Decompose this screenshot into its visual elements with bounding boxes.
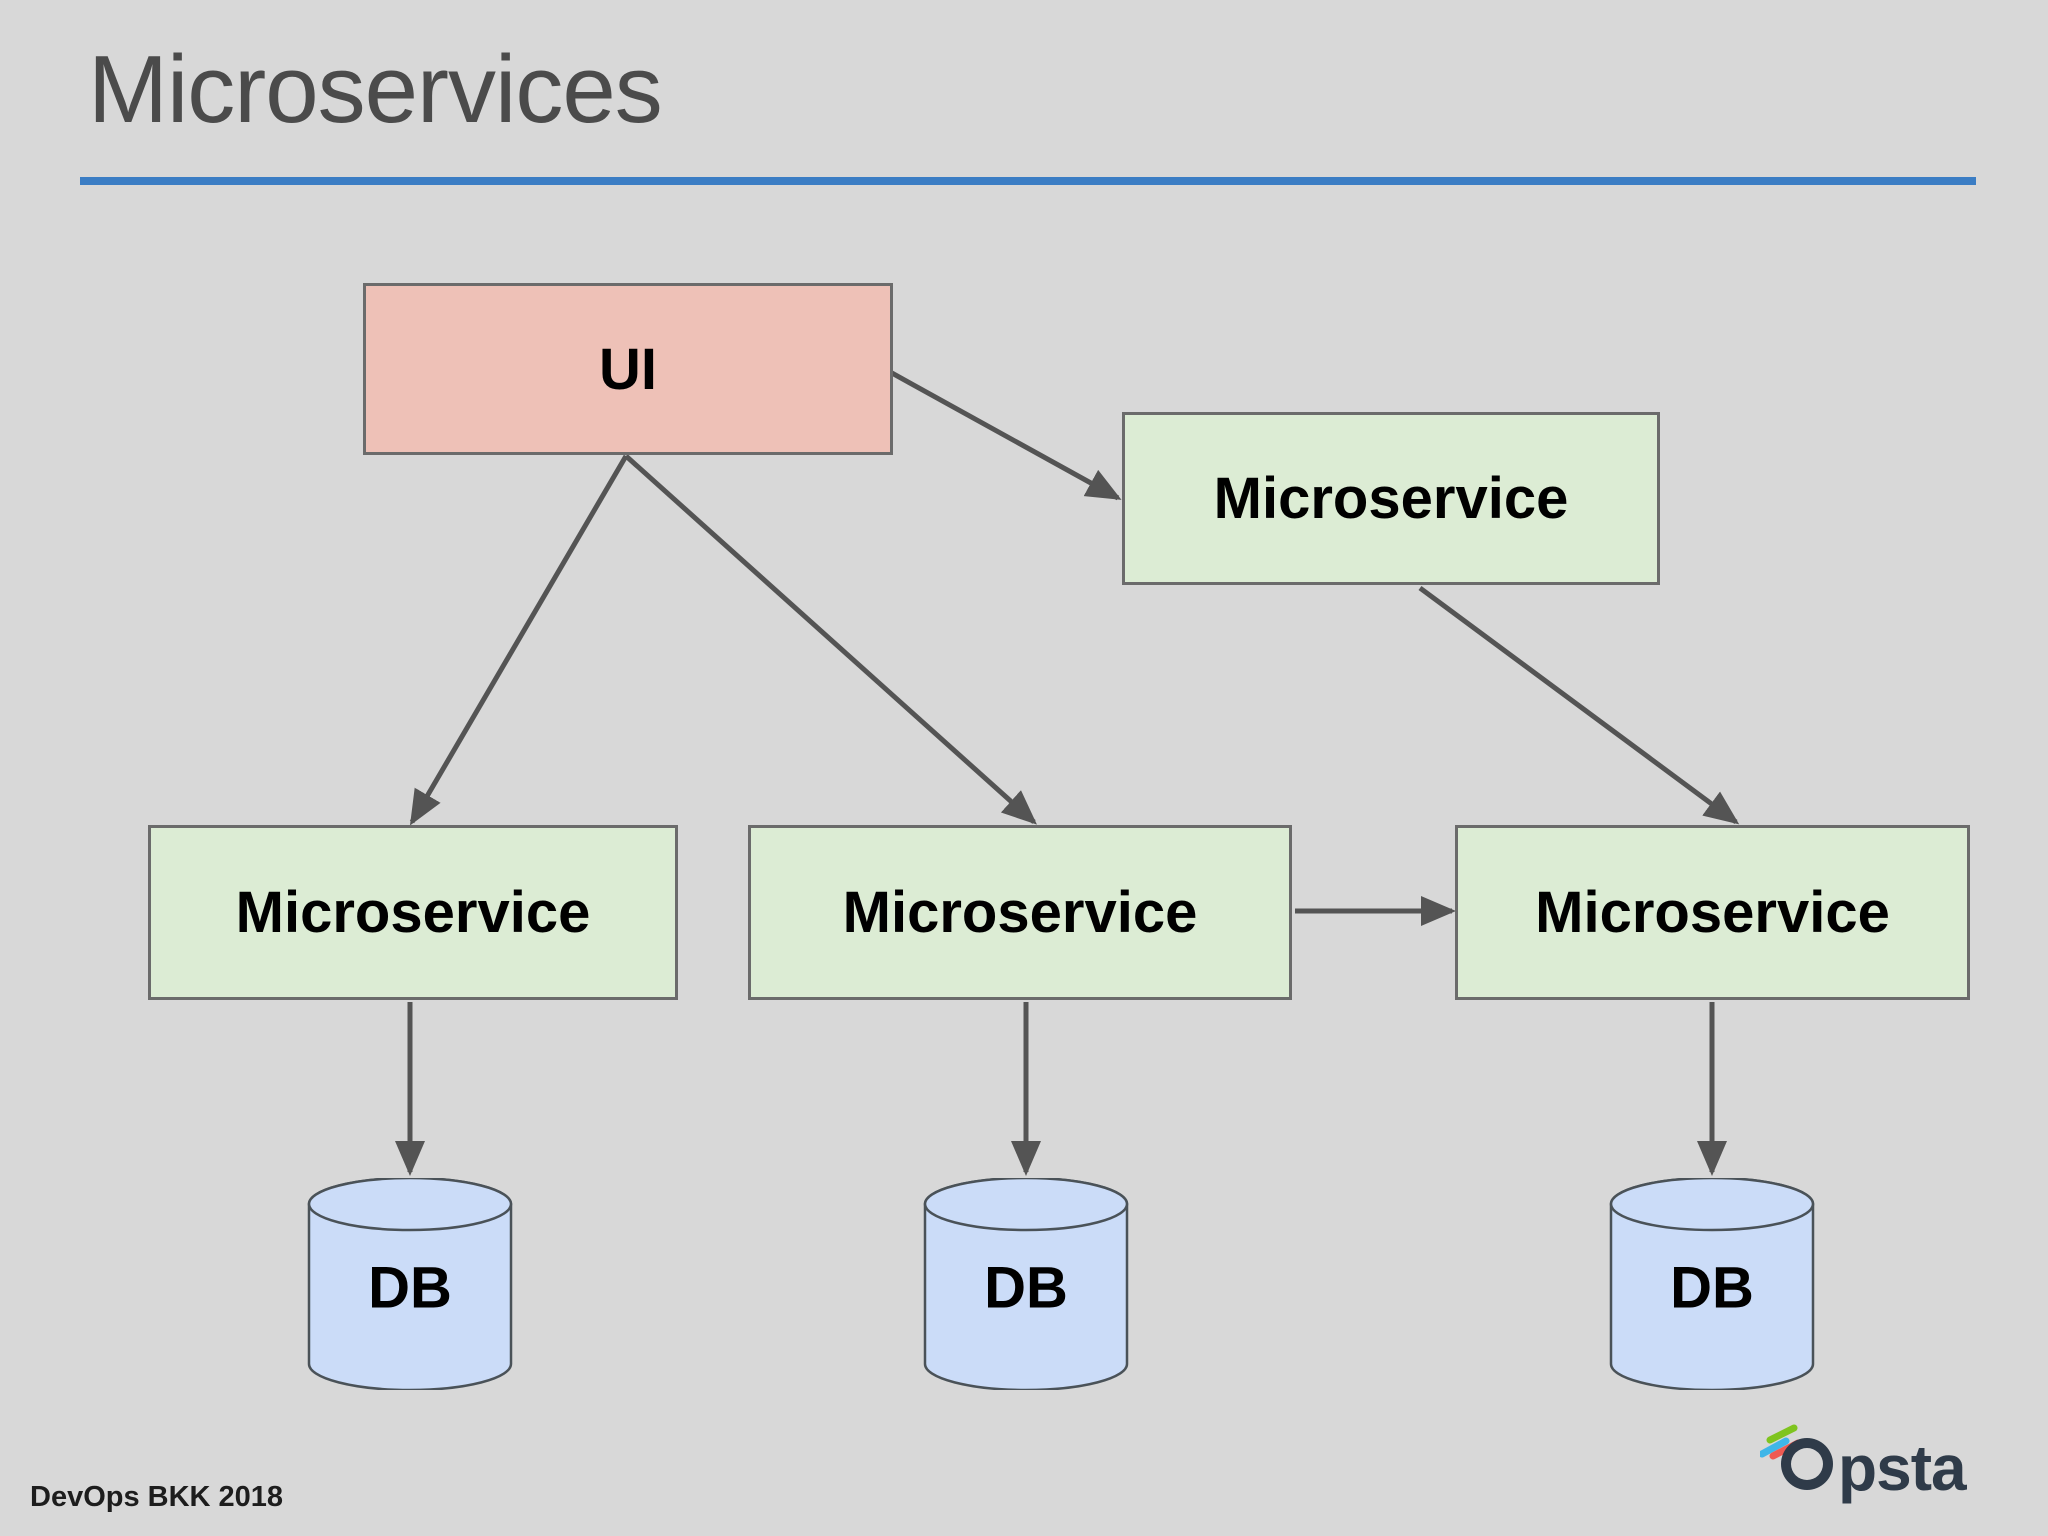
node-label: Microservice <box>1535 880 1890 945</box>
logo-dash-green-icon <box>1766 1424 1798 1444</box>
logo-o-ring-icon <box>1781 1438 1833 1490</box>
edge-arrow-ui-to-svc_bm <box>624 454 1037 825</box>
node-label: Microservice <box>842 880 1198 945</box>
footer-credit: DevOps BKK 2018 <box>30 1481 284 1513</box>
cylinder-shape-icon <box>307 1176 513 1392</box>
node-ui[interactable]: UI <box>363 283 893 455</box>
node-label: Microservice <box>235 880 591 945</box>
edge-arrow-svc_tr-to-svc_br <box>1418 585 1740 825</box>
edge-arrow-ui-to-svc_bl <box>409 454 629 826</box>
node-database[interactable]: DB <box>923 1176 1129 1392</box>
node-microservice[interactable]: Microservice <box>1455 825 1970 1000</box>
node-microservice[interactable]: Microservice <box>148 825 678 1000</box>
node-microservice[interactable]: Microservice <box>748 825 1292 1000</box>
node-database[interactable]: DB <box>307 1176 513 1392</box>
cylinder-shape-icon <box>1609 1176 1815 1392</box>
node-database[interactable]: DB <box>1609 1176 1815 1392</box>
logo-wordmark: psta <box>1838 1432 1967 1504</box>
edge-layer <box>395 369 1740 1177</box>
page-title: Microservices <box>88 36 663 143</box>
node-microservice[interactable]: Microservice <box>1122 412 1660 585</box>
edge-arrow-ui-to-svc_tr <box>888 369 1122 501</box>
title-underline-rule <box>80 177 1976 185</box>
node-label: Microservice <box>1213 466 1569 531</box>
cylinder-shape-icon <box>923 1176 1129 1392</box>
opsta-logo: psta <box>1760 1424 1968 1504</box>
node-label: UI <box>599 336 657 402</box>
logo-dash-blue-icon <box>1760 1437 1790 1458</box>
